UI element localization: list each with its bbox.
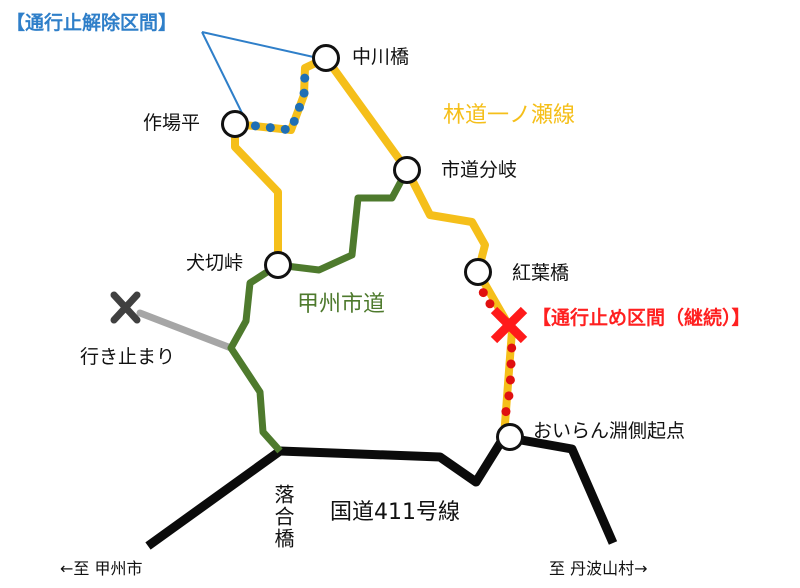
- closed-dot: [504, 391, 514, 401]
- reopened-dot: [265, 123, 275, 133]
- national-route-411-road: [145, 432, 618, 550]
- reopened-dot: [250, 121, 260, 131]
- closed-section-dots: [478, 288, 517, 417]
- node-city-road-junction: [393, 156, 421, 184]
- reopened-dot: [294, 102, 304, 112]
- sakubadaira-label: 作場平: [143, 112, 201, 134]
- node-oiran-start: [496, 423, 524, 451]
- node-inukiri-pass: [264, 251, 292, 279]
- closed-section-legend: 【通行止め区間（継続）】: [532, 307, 751, 329]
- ochiai-bridge-label: 落合橋: [271, 484, 295, 550]
- city-road-label: 甲州市道: [297, 292, 386, 317]
- city-road-junction-label: 市道分岐: [441, 159, 518, 181]
- direction-left-label: ←至 甲州市: [60, 559, 143, 578]
- closed-dot: [478, 288, 488, 298]
- oiran-start-label: おいらん淵側起点: [533, 420, 686, 442]
- inukiri-pass-label: 犬切峠: [186, 252, 244, 274]
- reopened-dot: [280, 124, 290, 134]
- forest-road-label: 林道一ノ瀬線: [443, 103, 576, 128]
- reopened-section-dots: [250, 73, 310, 134]
- closed-dot: [485, 299, 495, 309]
- closed-dot: [506, 359, 516, 369]
- closure-x-icon: [490, 306, 528, 344]
- reopened-legend-leader-lines: [201, 31, 319, 116]
- koshu-city-road: [227, 168, 411, 454]
- reopened-dot: [299, 88, 309, 98]
- dead-end-x-icon: [110, 291, 141, 324]
- node-sakubadaira: [221, 110, 249, 138]
- closed-dot: [505, 375, 515, 385]
- node-nakagawa-bridge: [312, 44, 340, 72]
- dead-end-label: 行き止まり: [80, 346, 176, 368]
- reopened-section-legend: 【通行止解除区間】: [6, 12, 178, 34]
- reopened-dot: [289, 116, 299, 126]
- direction-right-label: 至 丹波山村→: [549, 559, 648, 578]
- national-route-label: 国道411号線: [330, 500, 460, 525]
- nakagawa-bridge-label: 中川橋: [352, 46, 410, 68]
- dead-end-road: [136, 309, 235, 352]
- reopened-dot: [300, 73, 310, 83]
- closed-dot: [507, 343, 517, 353]
- closed-dot: [501, 407, 511, 417]
- momiji-bridge-label: 紅葉橋: [512, 262, 570, 284]
- node-momiji-bridge: [464, 258, 492, 286]
